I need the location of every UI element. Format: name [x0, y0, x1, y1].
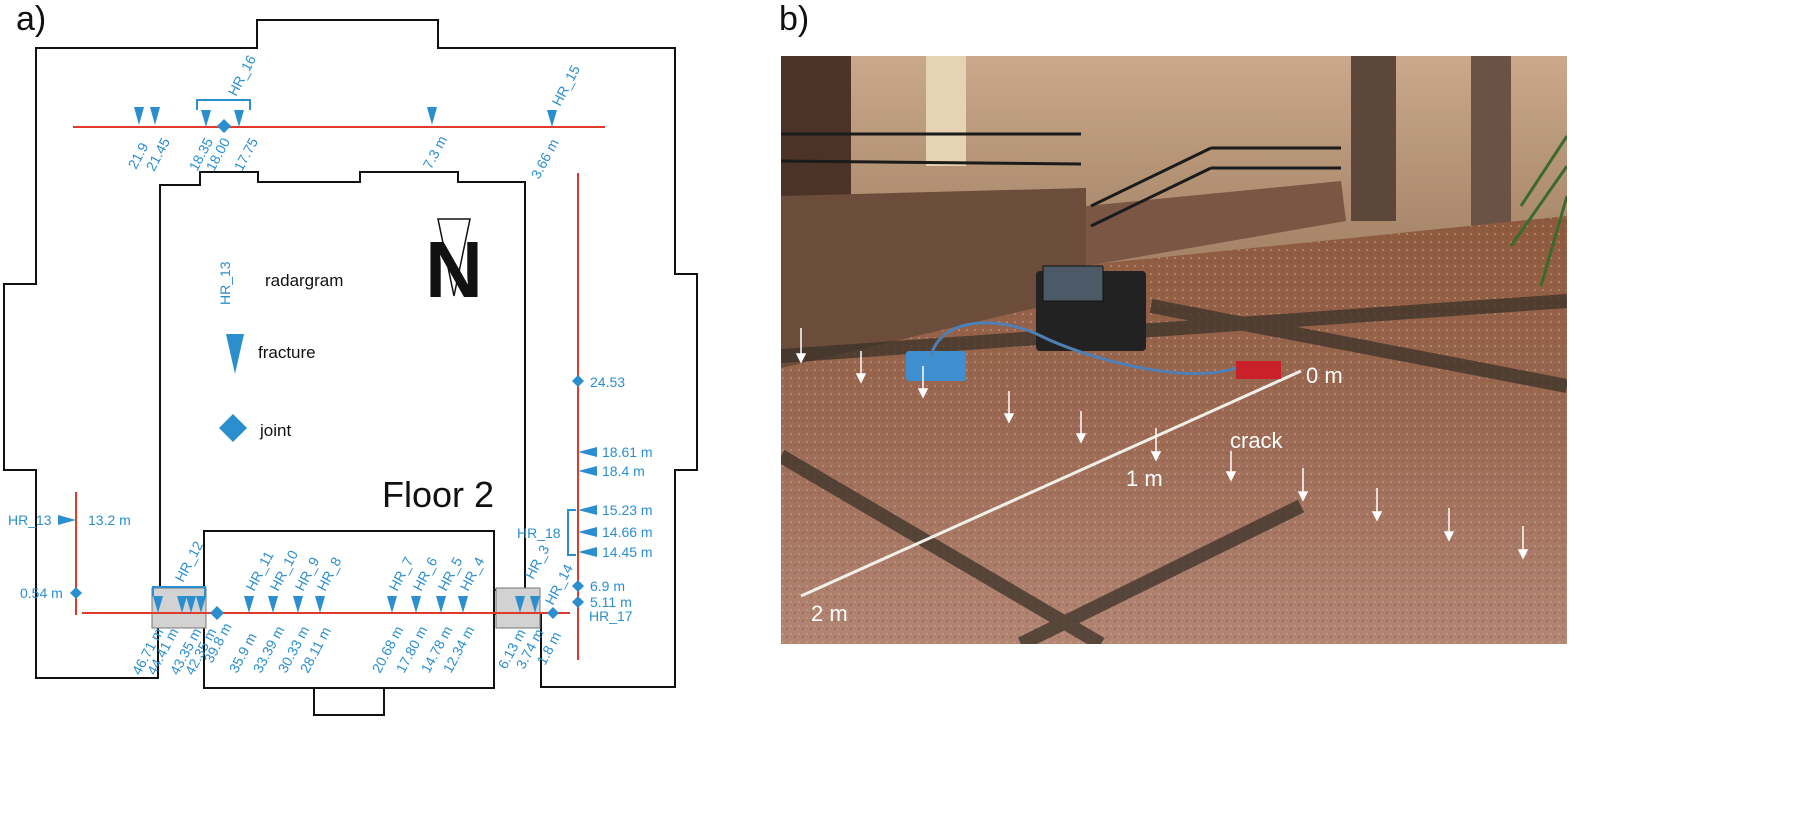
highlight-zone-left — [151, 587, 207, 629]
fracture-marker — [268, 596, 278, 613]
legend-radargram-code: HR_13 — [217, 261, 233, 305]
fracture-marker — [530, 596, 540, 613]
distance-label: 0.54 m — [20, 585, 63, 601]
fracture-marker — [201, 110, 211, 127]
fracture-marker — [578, 505, 597, 515]
photo-doorway — [1471, 56, 1511, 226]
distance-label: 18.4 m — [602, 463, 645, 479]
fracture-marker — [153, 596, 163, 613]
fracture-marker — [244, 596, 254, 613]
photo-illustration: 0 m 1 m 2 m crack — [781, 56, 1567, 644]
profile-label-hr14: HR_14 — [542, 561, 577, 607]
joint-marker — [70, 587, 82, 599]
fracture-marker — [234, 110, 244, 127]
photo-doorway — [1351, 56, 1396, 221]
photo-column — [781, 56, 851, 196]
panel-a-letter: a) — [16, 0, 47, 38]
distance-label: 13.2 m — [88, 512, 131, 528]
distance-label: 14.66 m — [602, 524, 653, 540]
fracture-marker — [150, 107, 160, 125]
fracture-marker — [177, 596, 187, 613]
left-profile-markers — [58, 515, 82, 599]
hr18-bracket — [567, 509, 576, 556]
legend-fracture-label: fracture — [258, 343, 316, 362]
distance-label: 15.23 m — [602, 502, 653, 518]
profile-label-hr17: HR_17 — [589, 608, 633, 624]
field-photo: 0 m 1 m 2 m crack — [781, 56, 1567, 644]
profile-label-hr3: HR_3 — [522, 542, 553, 581]
right-profile-markers — [547, 375, 597, 619]
profile-label-hr16: HR_16 — [225, 52, 260, 98]
north-letter: N — [425, 225, 483, 314]
fracture-marker — [293, 596, 303, 613]
fracture-marker — [436, 596, 446, 613]
distance-label: 17.75 — [231, 135, 262, 174]
distance-label: 6.9 m — [590, 578, 625, 594]
fracture-marker — [411, 596, 421, 613]
label-one-m: 1 m — [1126, 466, 1163, 491]
fracture-marker — [186, 596, 196, 613]
joint-marker — [210, 606, 224, 620]
joint-marker — [572, 596, 584, 608]
red-box — [1236, 361, 1281, 379]
legend-joint-label: joint — [259, 421, 291, 440]
hr16-bracket — [196, 99, 251, 110]
joint-marker — [547, 607, 559, 619]
floor-label: Floor 2 — [382, 474, 494, 515]
fracture-marker — [578, 466, 597, 476]
profile-lines — [73, 126, 605, 660]
crack-arrows — [795, 328, 1529, 560]
profile-label-hr13: HR_13 — [8, 512, 52, 528]
distance-label: 5.11 m — [590, 594, 632, 610]
profile-label-hr18: HR_18 — [517, 525, 561, 541]
fracture-marker — [196, 596, 206, 613]
joint-marker — [217, 119, 231, 133]
profile-label-hr12: HR_12 — [172, 538, 207, 584]
fracture-marker — [578, 447, 597, 457]
profile-label-hr15: HR_15 — [549, 62, 584, 108]
distance-label: 3.66 m — [528, 136, 562, 181]
distance-label: 24.53 — [590, 374, 625, 390]
photo-balustrade — [781, 188, 1086, 368]
top-profile-markers — [134, 107, 557, 133]
distance-label: 7.3 m — [420, 133, 451, 171]
fracture-marker — [58, 515, 76, 525]
fracture-marker — [458, 596, 468, 613]
bottom-profile-markers — [153, 596, 540, 620]
fracture-marker — [578, 547, 597, 557]
distance-label: 18.61 m — [602, 444, 653, 460]
panel-b-letter: b) — [779, 0, 810, 38]
fracture-marker — [387, 596, 397, 613]
legend-radargram-label: radargram — [265, 271, 343, 290]
legend-joint-icon — [219, 414, 247, 442]
floor-plan: N HR_13 radargram fracture joint Floor 2… — [3, 19, 698, 716]
gpr-antenna — [906, 351, 966, 381]
fracture-marker — [515, 596, 525, 613]
photo-window — [926, 56, 966, 166]
fracture-marker — [578, 527, 597, 537]
legend: HR_13 radargram fracture joint — [217, 261, 343, 442]
measuring-tape — [800, 369, 1302, 598]
label-two-m: 2 m — [811, 601, 848, 626]
joint-marker — [572, 580, 584, 592]
fracture-marker — [547, 110, 557, 127]
fracture-marker — [134, 107, 144, 125]
fracture-marker — [315, 596, 325, 613]
label-crack: crack — [1230, 428, 1284, 453]
joint-marker — [572, 375, 584, 387]
highlight-zone-right — [495, 587, 541, 629]
label-zero-m: 0 m — [1306, 363, 1343, 388]
fracture-marker — [427, 107, 437, 125]
legend-fracture-icon — [226, 334, 244, 374]
north-arrow: N — [425, 218, 483, 314]
distance-label: 14.45 m — [602, 544, 653, 560]
hr12-bracket — [152, 586, 206, 596]
